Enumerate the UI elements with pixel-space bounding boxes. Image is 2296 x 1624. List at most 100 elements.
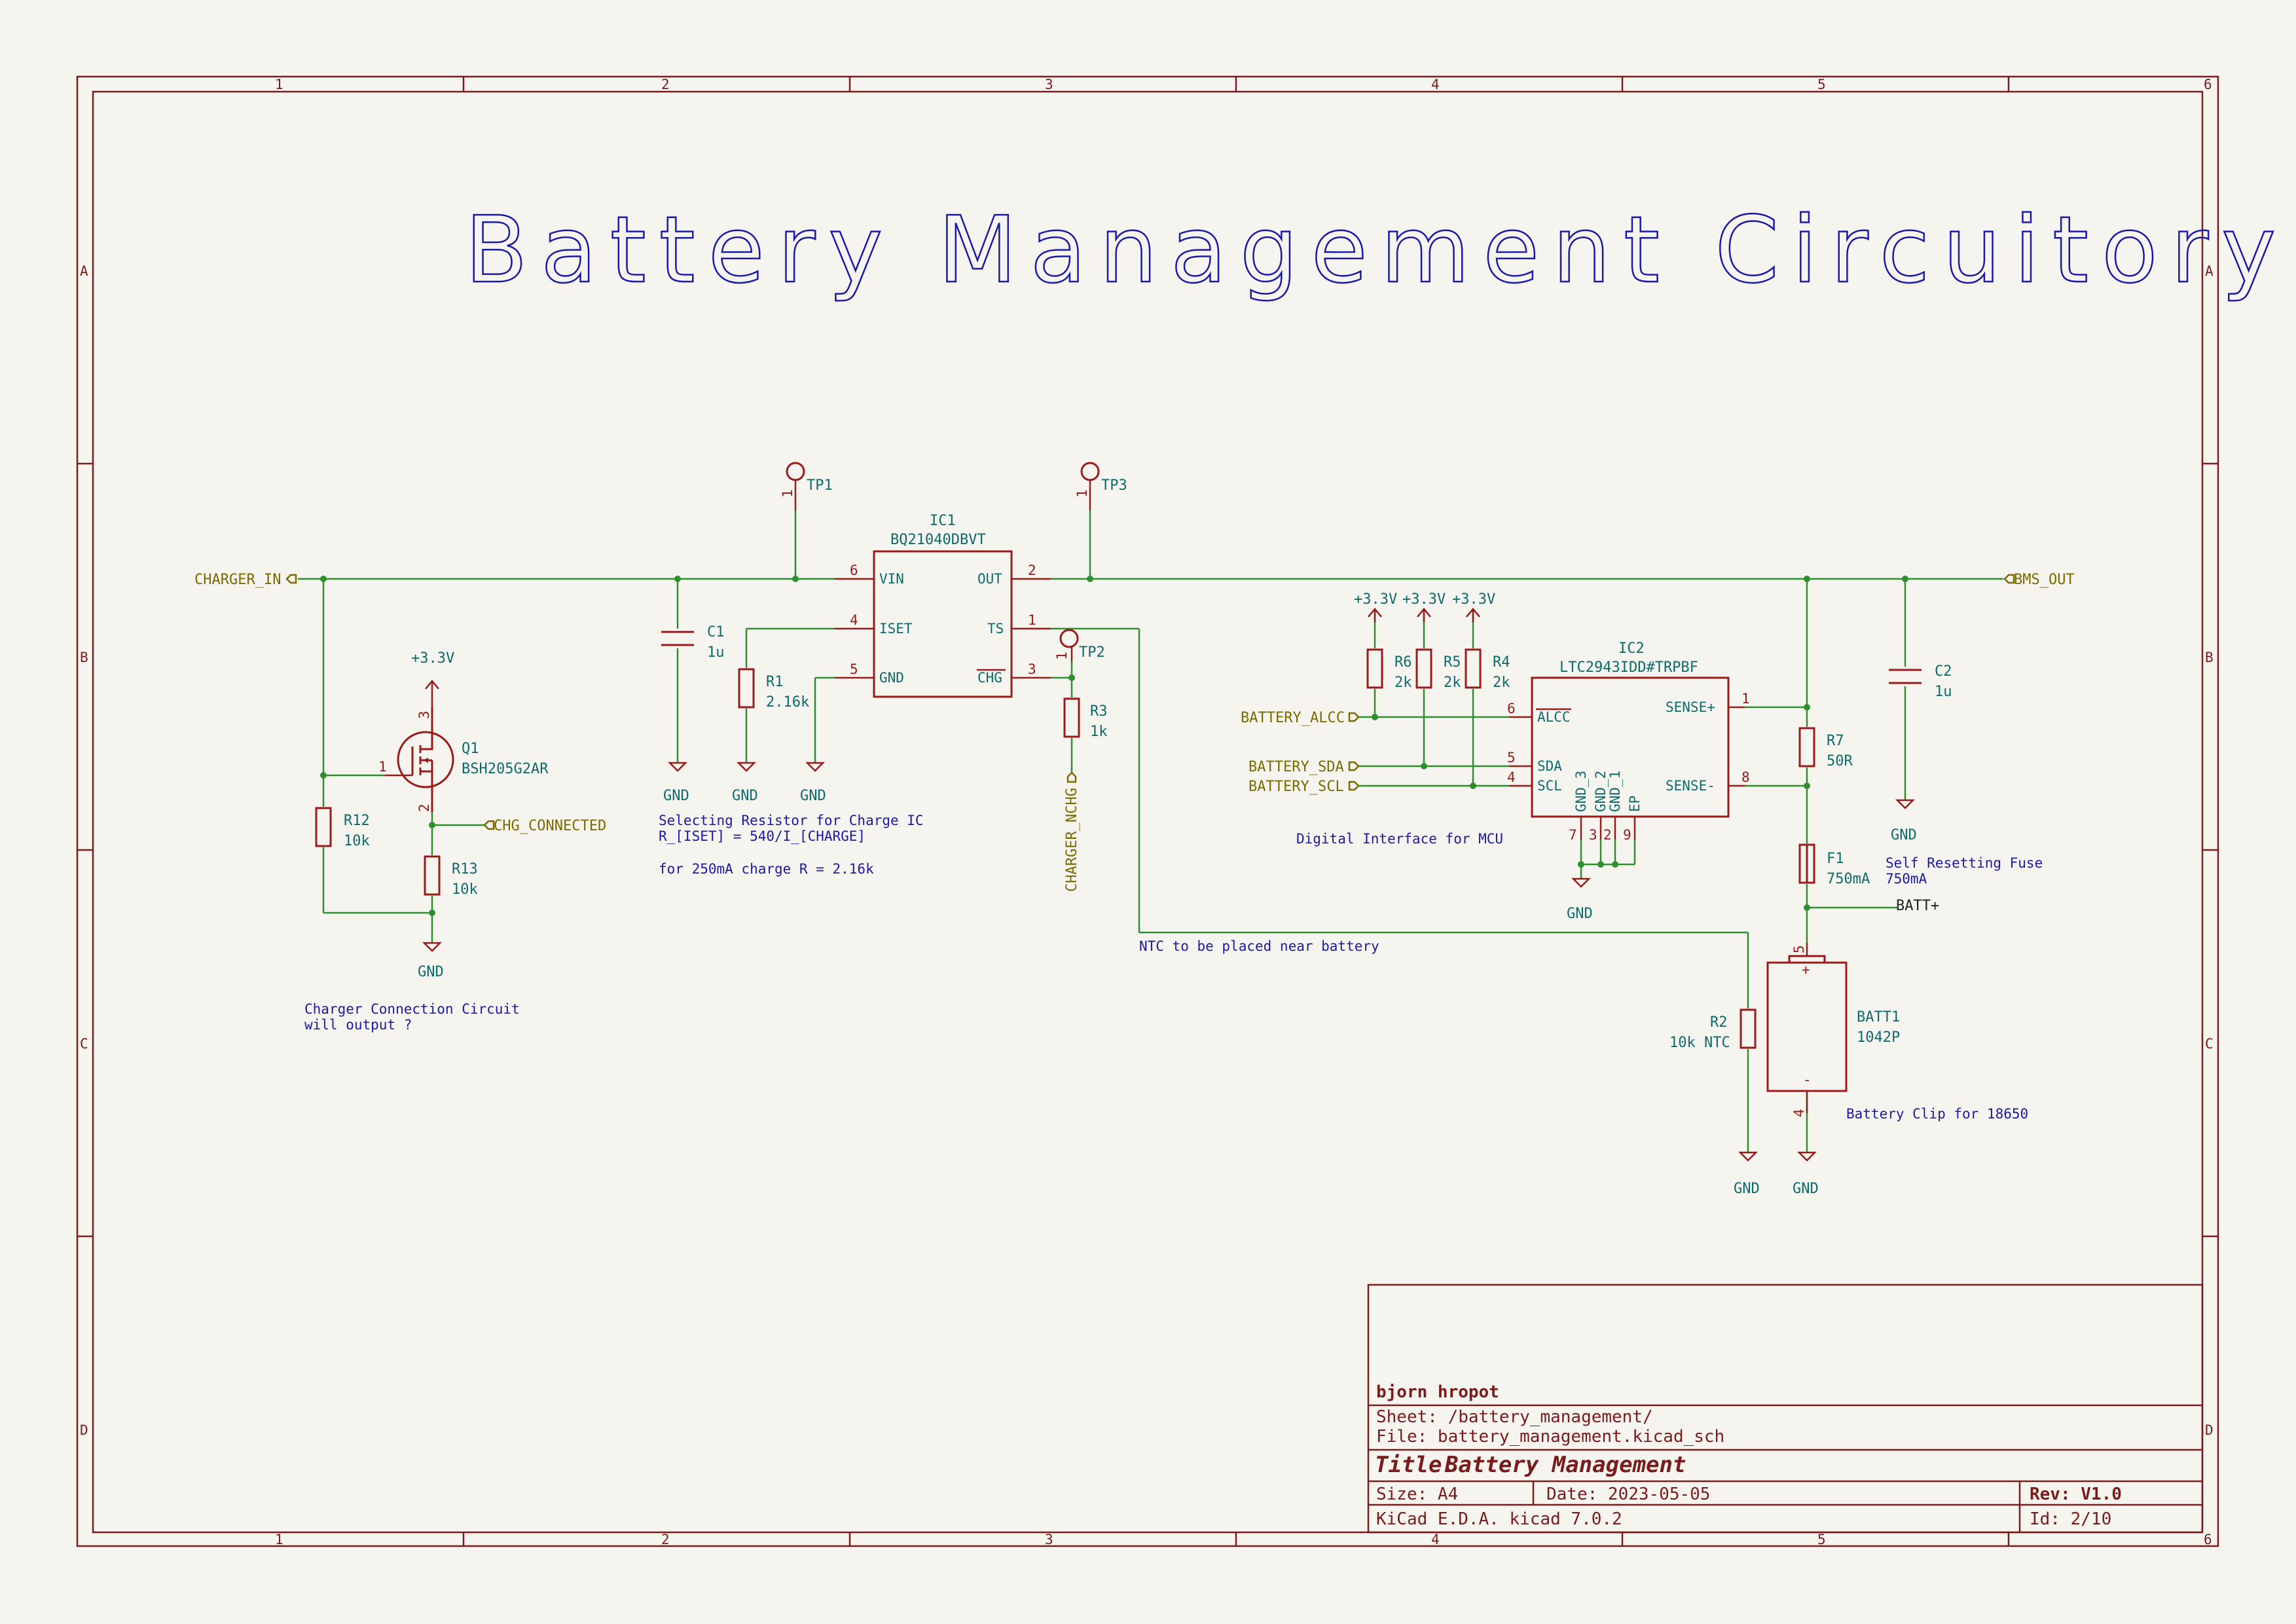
resistor-r2-ntc[interactable]: R2 10k NTC — [1669, 1008, 1757, 1051]
net-label-chg-connected-text: CHG_CONNECTED — [494, 818, 606, 834]
gnd-label-c2: GND — [1891, 827, 1917, 843]
ic1-value: BQ21040DBVT — [890, 532, 986, 548]
col-label-5: 5 — [1817, 77, 1826, 92]
tb-file: File: battery_management.kicad_sch — [1376, 1427, 1724, 1447]
tp1-ref: TP1 — [807, 477, 833, 494]
note-charger-1: Charger Connection Circuit — [304, 1001, 520, 1017]
ic1-bq21040[interactable]: IC1 BQ21040DBVT VIN ISET GND OUT TS CHG … — [835, 513, 1051, 698]
net-label-bms-out[interactable]: BMS_OUT — [2003, 572, 2075, 588]
q1-pin-source: 3 — [416, 710, 432, 719]
col-label-2-bottom: 2 — [661, 1532, 670, 1547]
ic2-pin-ep: EP — [1627, 796, 1643, 812]
resistor-r1[interactable]: R1 2.16k — [738, 668, 809, 710]
c2-value: 1u — [1935, 684, 1952, 700]
note-mcu: Digital Interface for MCU — [1296, 831, 1503, 847]
resistor-r4[interactable]: R4 2k — [1465, 648, 1510, 691]
note-iset-2: R_[ISET] = 540/I_[CHARGE] — [659, 828, 866, 844]
ic1-num-vin: 6 — [850, 563, 858, 578]
ic1-pin-iset: ISET — [879, 621, 913, 637]
gnd-label-ic1: GND — [800, 788, 826, 804]
r5-value: 2k — [1444, 674, 1461, 691]
tp1-pin: 1 — [780, 489, 795, 498]
power-3v3-q1: +3.3V — [411, 650, 454, 667]
gnd-label-r2: GND — [1734, 1181, 1760, 1197]
resistor-r5[interactable]: R5 2k — [1415, 648, 1461, 691]
net-label-battery-alcc[interactable]: BATTERY_ALCC — [1241, 710, 1360, 726]
row-label-c-right: C — [2205, 1036, 2214, 1052]
ic2-num-gnd2: 3 — [1589, 827, 1597, 843]
net-label-battery-sda[interactable]: BATTERY_SDA — [1248, 759, 1360, 775]
power-3v3-r6: +3.3V — [1354, 591, 1397, 608]
net-label-bms-out-text: BMS_OUT — [2014, 572, 2075, 588]
ic2-pin-gnd2: GND_2 — [1593, 771, 1609, 812]
tb-sheet: Sheet: /battery_management/ — [1376, 1407, 1653, 1427]
q1-pin-gate: 1 — [378, 759, 387, 775]
tb-title-label: Title: — [1375, 1452, 1455, 1478]
f1-ref: F1 — [1827, 851, 1844, 867]
resistor-r12[interactable]: R12 10k — [315, 807, 370, 849]
r2-ref: R2 — [1710, 1014, 1728, 1031]
capacitor-c1[interactable]: C1 1u — [661, 624, 725, 661]
batt1-plus-mark: + — [1802, 962, 1810, 978]
c2-ref: C2 — [1935, 663, 1952, 680]
ic2-pin-sense-plus: SENSE+ — [1666, 699, 1715, 715]
batt1-pin-minus: 4 — [1791, 1109, 1807, 1117]
ic1-pin-ts: TS — [987, 621, 1004, 637]
note-battery-clip: Battery Clip for 18650 — [1846, 1106, 2028, 1122]
col-label-1-bottom: 1 — [275, 1532, 283, 1547]
test-point-tp3[interactable]: TP3 1 — [1074, 462, 1127, 511]
note-fuse-2: 750mA — [1886, 871, 1927, 887]
r1-value: 2.16k — [766, 694, 809, 710]
net-label-battery-scl[interactable]: BATTERY_SCL — [1248, 779, 1360, 795]
tp3-pin: 1 — [1074, 489, 1090, 498]
power-3v3-r5: +3.3V — [1402, 591, 1446, 608]
battery-batt1[interactable]: + - 5 4 BATT1 1042P — [1766, 943, 1900, 1117]
resistor-r6[interactable]: R6 2k — [1366, 648, 1412, 691]
ic1-num-chg: 3 — [1028, 661, 1036, 677]
resistor-r7[interactable]: R7 50R — [1798, 727, 1853, 769]
ic2-num-sda: 5 — [1507, 750, 1516, 766]
mosfet-q1[interactable]: Q1 BSH205G2AR 1 3 2 — [378, 707, 549, 812]
tb-title: Battery Management — [1444, 1452, 1686, 1478]
note-fuse-1: Self Resetting Fuse — [1886, 855, 2043, 871]
test-point-tp2[interactable]: TP2 1 — [1054, 629, 1105, 661]
ic2-pin-sense-minus: SENSE- — [1666, 778, 1715, 794]
ic2-pin-scl: SCL — [1537, 778, 1562, 794]
col-label-6-bottom: 6 — [2204, 1532, 2212, 1547]
net-label-batt-plus[interactable]: BATT+ — [1896, 898, 1939, 914]
q1-ref: Q1 — [462, 741, 479, 757]
fuse-f1[interactable]: F1 750mA — [1798, 843, 1870, 887]
capacitor-c2[interactable]: C2 1u — [1889, 663, 1952, 700]
tb-size: Size: A4 — [1376, 1485, 1458, 1504]
r7-value: 50R — [1827, 753, 1853, 769]
r12-ref: R12 — [344, 813, 370, 829]
net-label-chg-connected[interactable]: CHG_CONNECTED — [483, 818, 606, 834]
batt1-ref: BATT1 — [1857, 1009, 1900, 1025]
row-label-b-right: B — [2205, 650, 2214, 665]
r7-ref: R7 — [1827, 733, 1844, 749]
ic1-num-iset: 4 — [850, 612, 858, 628]
ic2-pin-gnd3: GND_3 — [1573, 771, 1589, 812]
net-label-charger-in[interactable]: CHARGER_IN — [194, 572, 297, 588]
junctions — [320, 576, 1908, 916]
col-label-3-bottom: 3 — [1045, 1532, 1053, 1547]
ic2-num-gnd3: 7 — [1569, 827, 1577, 843]
net-label-charger-nchg-text: CHARGER_NCHG — [1064, 788, 1080, 892]
r13-value: 10k — [452, 881, 478, 898]
batt1-value: 1042P — [1857, 1029, 1900, 1046]
tb-rev: Rev: V1.0 — [2030, 1485, 2122, 1504]
ic2-ltc2943[interactable]: IC2 LTC2943IDD#TRPBF ALCC SDA SCL SENSE+… — [1507, 640, 1750, 843]
ic2-num-ep: 9 — [1623, 827, 1631, 843]
col-label-4-bottom: 4 — [1431, 1532, 1440, 1547]
net-label-charger-nchg[interactable]: CHARGER_NCHG — [1064, 771, 1080, 892]
resistor-r3[interactable]: R3 1k — [1063, 697, 1108, 740]
r3-ref: R3 — [1090, 703, 1108, 720]
tp3-ref: TP3 — [1101, 477, 1127, 494]
test-point-tp1[interactable]: TP1 1 — [780, 462, 833, 511]
resistor-r13[interactable]: R13 10k — [424, 855, 478, 898]
ic2-ref: IC2 — [1618, 640, 1645, 657]
gnd-label-ic2: GND — [1567, 906, 1593, 922]
power-symbols: +3.3V +3.3V +3.3V +3.3V GND GND GND GND … — [411, 591, 1917, 1197]
gnd-label-r13: GND — [418, 964, 444, 980]
c1-ref: C1 — [707, 624, 725, 640]
